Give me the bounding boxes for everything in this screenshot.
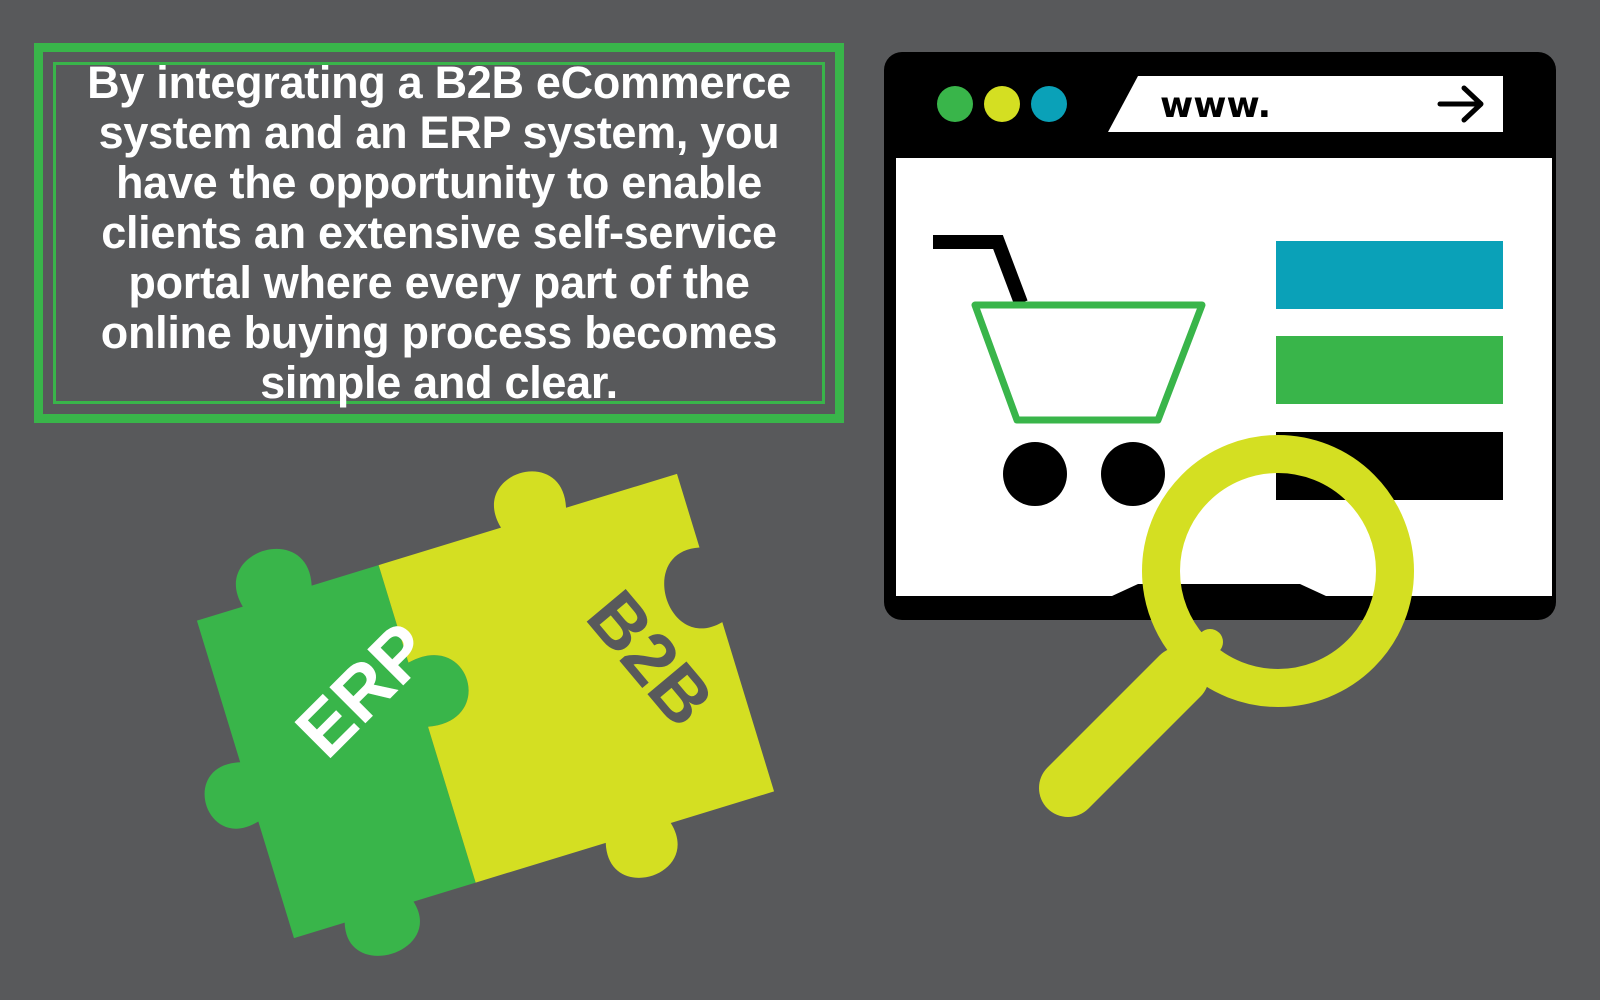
go-arrow-icon[interactable] bbox=[1437, 85, 1484, 123]
erp-puzzle-piece bbox=[196, 549, 476, 956]
intro-text-box: By integrating a B2B eCommerce system an… bbox=[34, 43, 844, 423]
intro-text: By integrating a B2B eCommerce system an… bbox=[87, 57, 791, 408]
address-bar[interactable] bbox=[1108, 76, 1503, 132]
address-text: www. bbox=[1160, 85, 1271, 126]
intro-box-inner-border bbox=[53, 62, 825, 404]
b2b-puzzle-piece bbox=[378, 471, 775, 883]
window-dot-green bbox=[937, 86, 973, 122]
window-dot-yellow bbox=[984, 86, 1020, 122]
magnifying-glass-icon bbox=[1039, 435, 1414, 817]
window-dot-teal bbox=[1031, 86, 1067, 122]
browser-window: www. bbox=[884, 52, 1556, 620]
puzzle-piece-icon bbox=[196, 471, 775, 956]
content-block-teal bbox=[1276, 241, 1503, 309]
content-block-green bbox=[1276, 336, 1503, 404]
shopping-cart-icon bbox=[933, 235, 1206, 506]
